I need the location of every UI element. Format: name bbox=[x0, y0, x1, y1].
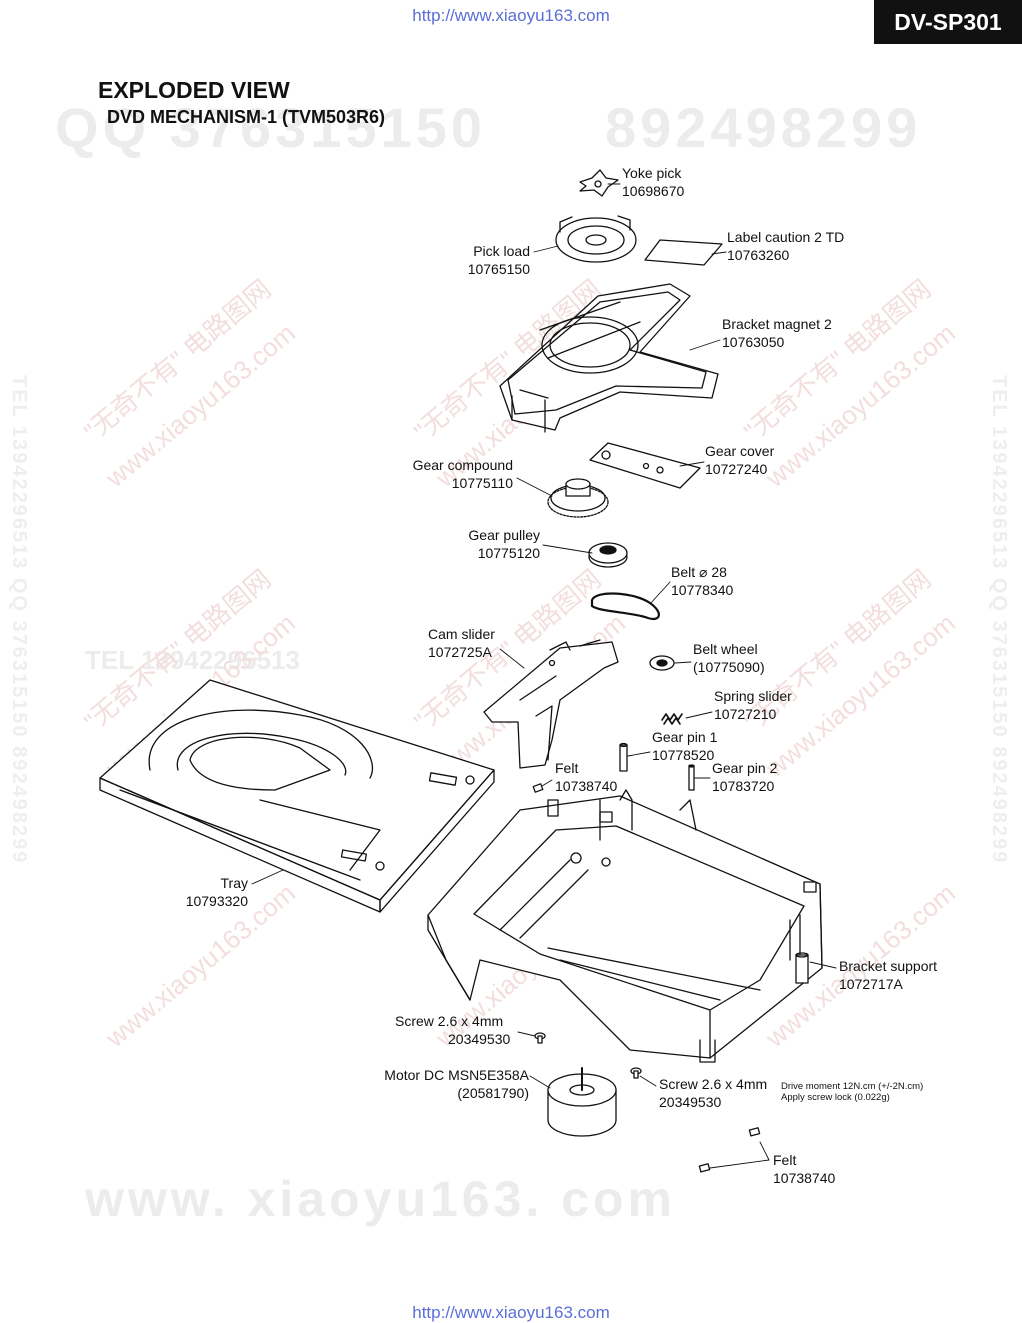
yoke-pick-part bbox=[580, 170, 618, 196]
gear-compound-part bbox=[548, 479, 608, 517]
page-subtitle: DVD MECHANISM-1 (TVM503R6) bbox=[107, 107, 386, 127]
part-code: 20349530 bbox=[659, 1094, 722, 1110]
url-bottom[interactable]: http://www.xiaoyu163.com bbox=[412, 1303, 610, 1322]
chassis-part bbox=[428, 790, 822, 1062]
part-code: 1072725A bbox=[428, 644, 492, 660]
label-gear-compound: Gear compound 10775110 bbox=[393, 456, 513, 492]
part-code: (10775090) bbox=[693, 659, 765, 675]
belt-wheel-part bbox=[650, 656, 674, 670]
part-name: Felt bbox=[555, 760, 579, 776]
page-title: EXPLODED VIEW bbox=[98, 77, 290, 103]
part-code: 10778340 bbox=[671, 582, 734, 598]
part-code: 10738740 bbox=[773, 1170, 836, 1186]
part-name: Screw 2.6 x 4mm bbox=[395, 1013, 504, 1029]
part-name: Gear cover bbox=[705, 443, 775, 459]
part-name: Pick load bbox=[473, 243, 530, 259]
part-code: 10738740 bbox=[555, 778, 618, 794]
part-name: Gear pin 1 bbox=[652, 729, 718, 745]
part-name: Screw 2.6 x 4mm bbox=[659, 1076, 768, 1092]
drive-moment-note: Drive moment 12N.cm (+/-2N.cm) bbox=[781, 1081, 924, 1092]
url-top[interactable]: http://www.xiaoyu163.com bbox=[412, 6, 610, 25]
part-name: Cam slider bbox=[428, 626, 495, 642]
leader-lines bbox=[252, 184, 836, 1168]
part-code: (20581790) bbox=[457, 1085, 529, 1101]
part-code: 10793320 bbox=[185, 893, 248, 909]
part-name: Bracket magnet 2 bbox=[722, 316, 832, 332]
gear-cover-part bbox=[590, 443, 700, 488]
label-motor-dc: Motor DC MSN5E358A (20581790) bbox=[340, 1066, 529, 1102]
watermark-bottom: www. xiaoyu163. com bbox=[85, 1171, 677, 1227]
label-gear-cover: Gear cover 10727240 bbox=[705, 442, 774, 478]
label-felt-2: Felt 10738740 bbox=[773, 1151, 835, 1187]
watermark-qq: QQ 376315150 bbox=[55, 96, 486, 159]
part-name: Gear pin 2 bbox=[712, 760, 778, 776]
belt-part bbox=[592, 594, 659, 619]
gear-pin-1-part bbox=[620, 744, 627, 772]
label-felt-1: Felt 10738740 bbox=[555, 759, 617, 795]
label-gear-pin-2: Gear pin 2 10783720 bbox=[712, 759, 777, 795]
part-name: Gear compound bbox=[412, 457, 513, 473]
felt-2-part-b bbox=[699, 1164, 709, 1172]
part-code: 10763260 bbox=[727, 247, 790, 263]
label-tray: Tray 10793320 bbox=[150, 874, 248, 910]
motor-dc-part bbox=[548, 1068, 616, 1136]
part-name: Motor DC MSN5E358A bbox=[384, 1067, 529, 1083]
felt-2-part-a bbox=[749, 1128, 759, 1136]
part-code: 10775120 bbox=[477, 545, 540, 561]
part-code: 10727240 bbox=[705, 461, 768, 477]
part-code: 10783720 bbox=[712, 778, 775, 794]
label-bracket-support: Bracket support 1072717A bbox=[839, 957, 937, 993]
watermark-qq2: 892498299 bbox=[605, 96, 922, 159]
label-pick-load: Pick load 10765150 bbox=[430, 242, 530, 278]
part-code: 10765150 bbox=[467, 261, 530, 277]
part-name: Felt bbox=[773, 1152, 797, 1168]
label-spring-slider: Spring slider 10727210 bbox=[714, 687, 792, 723]
label-label-caution: Label caution 2 TD 10763260 bbox=[727, 228, 844, 264]
part-code: 1072717A bbox=[839, 976, 903, 992]
watermark-tel: TEL 13942296513 bbox=[85, 645, 300, 675]
label-screw-2: Screw 2.6 x 4mm 20349530 bbox=[659, 1075, 767, 1111]
part-name: Belt ⌀ 28 bbox=[671, 564, 727, 580]
part-name: Belt wheel bbox=[693, 641, 758, 657]
felt-1-part bbox=[533, 784, 543, 792]
screw-1-part bbox=[535, 1033, 545, 1043]
tray-part bbox=[100, 680, 494, 912]
model-badge: DV-SP301 bbox=[874, 0, 1022, 44]
part-name: Yoke pick bbox=[622, 165, 682, 181]
label-belt: Belt ⌀ 28 10778340 bbox=[671, 563, 733, 599]
label-caution-part bbox=[645, 240, 722, 265]
part-name: Tray bbox=[220, 875, 248, 891]
label-cam-slider: Cam slider 1072725A bbox=[428, 625, 495, 661]
gear-pin-2-part bbox=[689, 765, 694, 790]
screw-lock-note: Apply screw lock (0.022g) bbox=[781, 1092, 890, 1103]
part-name: Bracket support bbox=[839, 958, 938, 974]
part-name: Label caution 2 TD bbox=[727, 229, 845, 245]
gear-pulley-part bbox=[589, 543, 627, 567]
label-gear-pin-1: Gear pin 1 10778520 bbox=[652, 728, 717, 764]
part-code: 20349530 bbox=[448, 1031, 511, 1047]
screw-2-part bbox=[631, 1068, 641, 1078]
label-yoke-pick: Yoke pick 10698670 bbox=[622, 164, 684, 200]
part-code: 10698670 bbox=[622, 183, 685, 199]
torque-note: Drive moment 12N.cm (+/-2N.cm) Apply scr… bbox=[781, 1081, 923, 1103]
part-code: 10727210 bbox=[714, 706, 777, 722]
part-code: 10775110 bbox=[451, 475, 513, 491]
label-screw-1: Screw 2.6 x 4mm 20349530 bbox=[395, 1012, 510, 1048]
label-belt-wheel: Belt wheel (10775090) bbox=[693, 640, 765, 676]
part-name: Gear pulley bbox=[468, 527, 540, 543]
label-gear-pulley: Gear pulley 10775120 bbox=[420, 526, 540, 562]
label-bracket-magnet: Bracket magnet 2 10763050 bbox=[722, 315, 832, 351]
pick-load-part bbox=[556, 216, 636, 262]
cam-slider-part bbox=[484, 640, 618, 768]
part-name: Spring slider bbox=[714, 688, 792, 704]
part-code: 10778520 bbox=[652, 747, 715, 763]
bracket-magnet-part bbox=[500, 284, 718, 432]
spring-slider-part bbox=[662, 714, 682, 724]
part-code: 10763050 bbox=[722, 334, 785, 350]
